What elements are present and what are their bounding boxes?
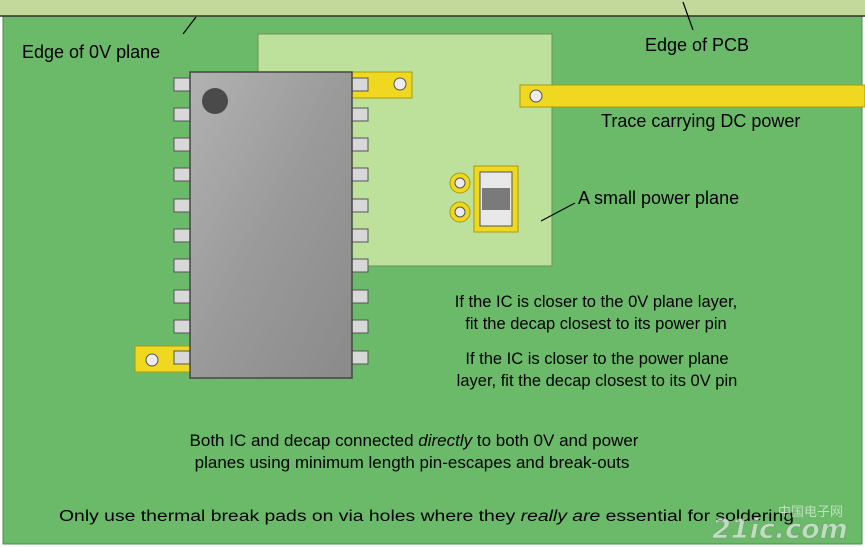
watermark-cn: 中国电子网 — [778, 505, 843, 520]
small-power-plane-label: A small power plane — [578, 188, 739, 208]
trace-dc-power-label: Trace carrying DC power — [601, 111, 800, 131]
watermark-logo: 21ic.com — [712, 514, 848, 545]
dc-power-trace — [519, 84, 865, 108]
note-both-line2: planes using minimum length pin-escapes … — [195, 453, 630, 472]
edge-pcb-label: Edge of PCB — [645, 35, 749, 55]
ic-body — [189, 71, 353, 379]
note-0v-line2: fit the decap closest to its power pin — [465, 315, 726, 333]
ic-left-pins — [173, 77, 191, 365]
pcb-edge-strip — [0, 0, 865, 16]
power-plane-leader — [540, 202, 576, 222]
edge-0v-leader — [182, 16, 197, 35]
edge-0v-plane-label: Edge of 0V plane — [22, 42, 160, 62]
ground-pin-via-hole — [145, 353, 159, 367]
note-0v-line1: If the IC is closer to the 0V plane laye… — [455, 293, 737, 311]
note-power-line2: layer, fit the decap closest to its 0V p… — [457, 372, 738, 390]
edge-pcb-leader — [682, 1, 694, 31]
note-thermal: Only use thermal break pads on via holes… — [59, 508, 794, 525]
note-power-line1: If the IC is closer to the power plane — [465, 350, 728, 368]
note-both-line1: Both IC and decap connected directly to … — [190, 431, 639, 450]
watermark: 21ic.com 中国电子网 — [712, 505, 849, 545]
decap-capacitor — [449, 165, 519, 233]
ic-pin1-marker — [202, 88, 228, 114]
trace-via-hole — [529, 89, 543, 103]
ic-right-pins — [351, 77, 369, 365]
power-pin-via-hole — [393, 77, 407, 91]
